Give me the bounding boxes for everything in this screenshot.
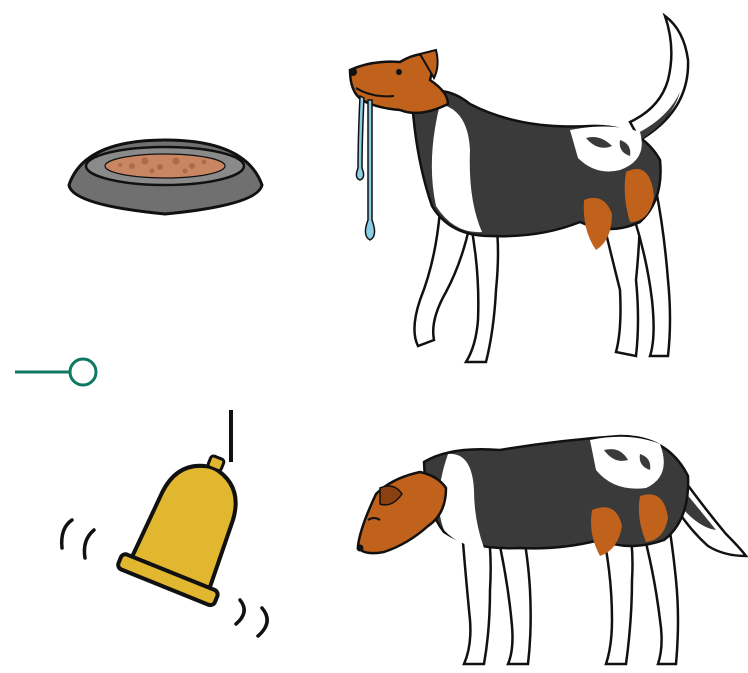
ringing-marks-left <box>62 520 94 558</box>
drool-drops <box>356 96 374 240</box>
connector-line <box>15 359 96 385</box>
food-bowl-icon <box>69 140 262 214</box>
dog-eye <box>396 69 402 75</box>
connector-node-icon <box>70 359 96 385</box>
ringing-marks-right <box>236 600 267 636</box>
dog-nose <box>349 68 357 76</box>
bell-icon <box>62 410 267 636</box>
dog-head-down-icon <box>357 436 747 664</box>
dog-nose <box>357 545 364 552</box>
dog-salivating-icon <box>349 16 688 362</box>
